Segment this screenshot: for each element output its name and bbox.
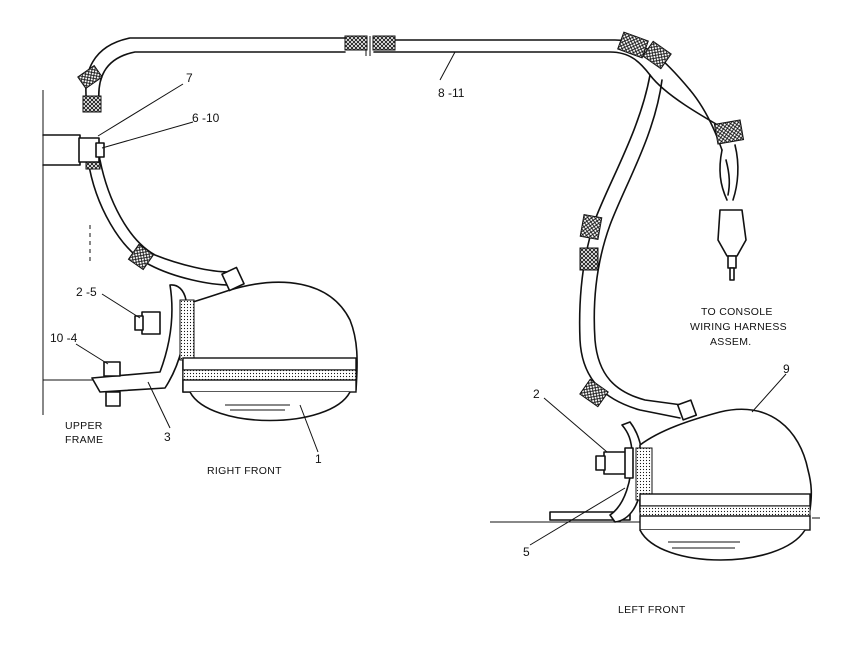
label-part-1: 1 [315, 452, 322, 466]
label-right-front: RIGHT FRONT [207, 465, 282, 477]
plug-connector-icon [717, 144, 747, 281]
label-part-2: 2 [533, 387, 540, 401]
label-part-8-11: 8 -11 [438, 86, 465, 100]
label-left-front: LEFT FRONT [618, 604, 686, 616]
label-upper-frame-2: FRAME [65, 434, 103, 446]
label-console-3: ASSEM. [710, 336, 751, 348]
label-part-2-5: 2 -5 [76, 285, 97, 299]
label-part-3: 3 [164, 430, 171, 444]
right-lamp-cable [85, 154, 231, 286]
label-part-9: 9 [783, 362, 790, 376]
label-console-2: WIRING HARNESS [690, 321, 787, 333]
upper-frame [42, 90, 150, 415]
right-lamp-icon [91, 266, 358, 422]
left-lamp-icon [490, 399, 820, 561]
label-part-6-10: 6 -10 [192, 111, 220, 125]
harness-wraps [77, 31, 745, 145]
label-part-10-4: 10 -4 [50, 331, 78, 345]
leader-lines [75, 51, 787, 546]
left-lamp-cable [578, 74, 683, 419]
part-labels: 7 6 -10 8 -11 2 -5 10 -4 3 1 2 9 5 UPPER… [50, 71, 790, 616]
label-upper-frame-1: UPPER [65, 420, 103, 432]
label-part-7: 7 [186, 71, 193, 85]
label-part-5: 5 [523, 545, 530, 559]
label-console-1: TO CONSOLE [701, 306, 773, 318]
